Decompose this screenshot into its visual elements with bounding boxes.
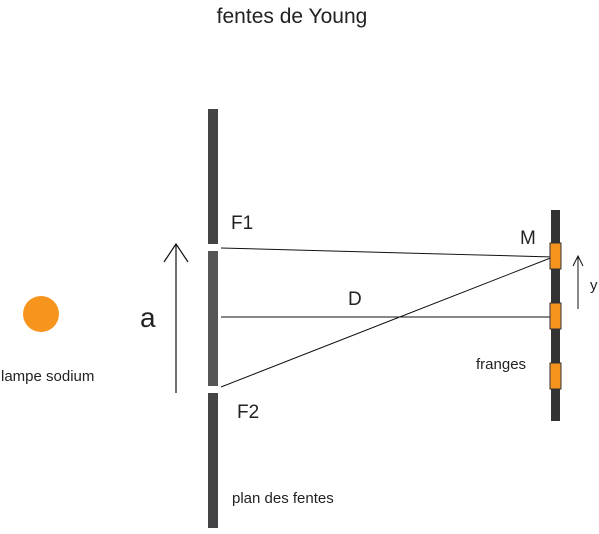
point-m-label: M <box>520 228 536 249</box>
fringe-bright-center <box>549 302 562 330</box>
slit-plate-middle <box>208 251 218 386</box>
slit-plane-label: plan des fentes <box>232 490 334 507</box>
slit-plate-bottom <box>208 393 218 528</box>
fringe-bright-bottom <box>549 362 562 390</box>
distance-label: D <box>348 289 362 310</box>
diagram-title: fentes de Young <box>217 5 368 28</box>
screen-axis-arrow <box>572 254 584 309</box>
fringes-label: franges <box>476 356 526 373</box>
source-label: lampe sodium <box>1 368 94 385</box>
fringe-bright-top <box>549 242 562 270</box>
screen-axis-label: y <box>590 277 598 294</box>
separation-arrow <box>163 242 189 393</box>
slit-f1-label: F1 <box>231 213 253 234</box>
separation-label: a <box>140 302 156 333</box>
ray-f2-to-m <box>220 256 554 388</box>
slit-plate-top <box>208 109 218 244</box>
sodium-lamp <box>23 296 59 332</box>
slit-f2-label: F2 <box>237 402 259 423</box>
ray-f1-to-m <box>220 247 554 258</box>
